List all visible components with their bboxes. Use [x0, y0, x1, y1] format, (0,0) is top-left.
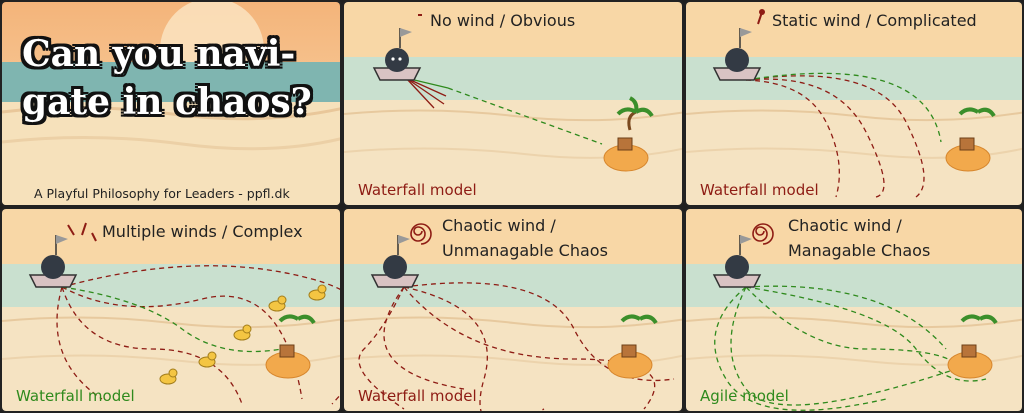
panel-title: Multiple winds / Complex	[102, 222, 303, 241]
boat-icon	[712, 28, 762, 81]
model-label: Waterfall model	[16, 387, 135, 405]
panel-title: Static wind / Complicated	[772, 11, 977, 30]
wind-icon	[67, 222, 97, 242]
boat-icon	[372, 28, 422, 81]
model-label: Waterfall model	[358, 387, 477, 405]
route-paths	[714, 285, 987, 411]
spiral-icon	[752, 223, 774, 245]
scene-background	[686, 209, 1022, 411]
model-label: Agile model	[700, 387, 789, 405]
island-icon	[265, 314, 316, 379]
cover-subtitle: A Playful Philosophy for Leaders - ppfl.…	[34, 186, 290, 201]
duck-icon	[159, 284, 327, 385]
scene-background	[344, 2, 682, 205]
scene-background	[686, 2, 1022, 205]
spiral-icon	[410, 223, 432, 245]
route-paths	[745, 72, 942, 198]
cover-panel: Can you navi- gate in chaos? A Playful P…	[0, 0, 342, 207]
cover-background	[2, 2, 340, 205]
boat-icon	[712, 235, 762, 288]
cover-title: Can you navi- gate in chaos?	[22, 33, 312, 123]
panel-static-wind: Static wind / Complicated Waterfall mode…	[684, 0, 1024, 207]
panel-title: No wind / Obvious	[430, 11, 576, 30]
panel-multiple-winds: Multiple winds / Complex Waterfall model	[0, 207, 342, 413]
wind-icon	[757, 9, 765, 25]
model-label: Waterfall model	[358, 181, 477, 199]
scene-background	[344, 209, 682, 411]
panel-chaotic-unmanagable: Chaotic wind / Unmanagable Chaos Waterfa…	[342, 207, 684, 413]
island-icon	[603, 96, 654, 172]
panel-title: Chaotic wind / Managable Chaos	[788, 216, 931, 260]
boat-icon	[370, 235, 420, 288]
panel-no-wind: No wind / Obvious Waterfall model	[342, 0, 684, 207]
island-icon	[607, 314, 658, 379]
route-paths	[56, 265, 340, 405]
boat-icon	[28, 235, 78, 288]
island-icon	[945, 107, 996, 172]
scene-background	[2, 209, 340, 411]
panel-title: Chaotic wind / Unmanagable Chaos	[442, 216, 608, 260]
model-label: Waterfall model	[700, 181, 819, 199]
panel-chaotic-managable: Chaotic wind / Managable Chaos Agile mod…	[684, 207, 1024, 413]
island-icon	[947, 314, 998, 379]
